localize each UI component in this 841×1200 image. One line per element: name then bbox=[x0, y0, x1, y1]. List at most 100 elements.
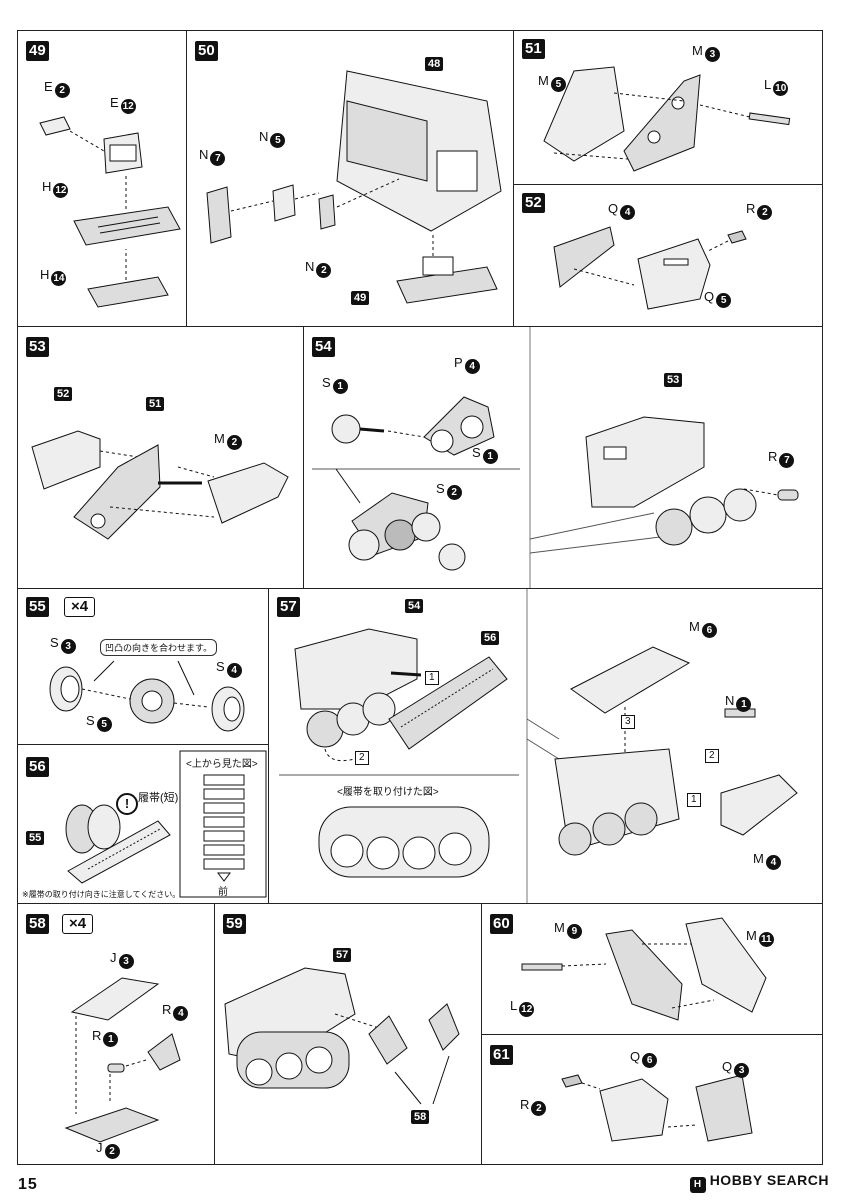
sequence-number: 2 bbox=[355, 751, 369, 765]
quantity-multiplier: ×4 bbox=[62, 914, 94, 934]
step-number: 49 bbox=[26, 41, 49, 61]
reference-step: 51 bbox=[146, 397, 165, 411]
alert-icon: ! bbox=[116, 793, 138, 815]
step-59-panel: 59 57 58 bbox=[214, 903, 482, 1165]
reference-step: 56 bbox=[481, 631, 500, 645]
step-50-illustration bbox=[206, 70, 502, 304]
step-56-panel: 56 55 ! 履帯(短) <上から見た図> 前 ※履帯の取り付け向きに注意して… bbox=[17, 744, 269, 904]
step-56-illustration bbox=[65, 750, 267, 898]
reference-step: 52 bbox=[54, 387, 73, 401]
step-number: 53 bbox=[26, 337, 49, 357]
step-number: 58 bbox=[26, 914, 49, 934]
reference-step: 53 bbox=[664, 373, 683, 387]
step-number: 57 bbox=[277, 597, 300, 617]
step-61-illustration bbox=[561, 1074, 753, 1142]
step-number: 51 bbox=[522, 39, 545, 59]
assembly-note: 凹凸の向きを合わせます。 bbox=[100, 639, 218, 656]
reference-step: 48 bbox=[425, 57, 444, 71]
brand-logo-icon: H bbox=[689, 1177, 706, 1193]
quantity-multiplier: ×4 bbox=[64, 597, 96, 617]
top-view-caption: <上から見た図> bbox=[186, 759, 258, 770]
front-label: 前 bbox=[218, 887, 228, 898]
step-52-illustration bbox=[553, 226, 747, 310]
page-number: 15 bbox=[18, 1176, 38, 1193]
step-54-illustration bbox=[312, 327, 799, 588]
step-57-illustration bbox=[279, 589, 798, 903]
step-58-illustration bbox=[64, 977, 181, 1143]
step-53-illustration bbox=[31, 430, 289, 540]
step-number: 60 bbox=[490, 914, 513, 934]
step-number: 55 bbox=[26, 597, 49, 617]
step-number: 52 bbox=[522, 193, 545, 213]
reference-step: 55 bbox=[26, 831, 45, 845]
step-55-illustration bbox=[49, 660, 245, 732]
sequence-number: 1 bbox=[425, 671, 439, 685]
step-number: 56 bbox=[26, 757, 49, 777]
step-51-illustration bbox=[543, 66, 791, 172]
attached-view-caption: <履帯を取り付けた図> bbox=[337, 787, 439, 798]
step-49-illustration bbox=[39, 116, 181, 308]
reference-step: 58 bbox=[411, 1110, 430, 1124]
reference-step: 57 bbox=[333, 948, 352, 962]
sequence-number: 3 bbox=[621, 715, 635, 729]
sequence-number: 1 bbox=[687, 793, 701, 807]
orientation-warning: ※履帯の取り付け向きに注意してください。 bbox=[22, 890, 181, 899]
step-number: 50 bbox=[195, 41, 218, 61]
step-number: 54 bbox=[312, 337, 335, 357]
sequence-number: 2 bbox=[705, 749, 719, 763]
reference-step: 54 bbox=[405, 599, 424, 613]
reference-step: 49 bbox=[351, 291, 370, 305]
track-belt-label: 履帯(短) bbox=[138, 792, 179, 804]
step-60-illustration bbox=[521, 917, 767, 1021]
step-59-illustration bbox=[224, 967, 460, 1105]
step-number: 59 bbox=[223, 914, 246, 934]
